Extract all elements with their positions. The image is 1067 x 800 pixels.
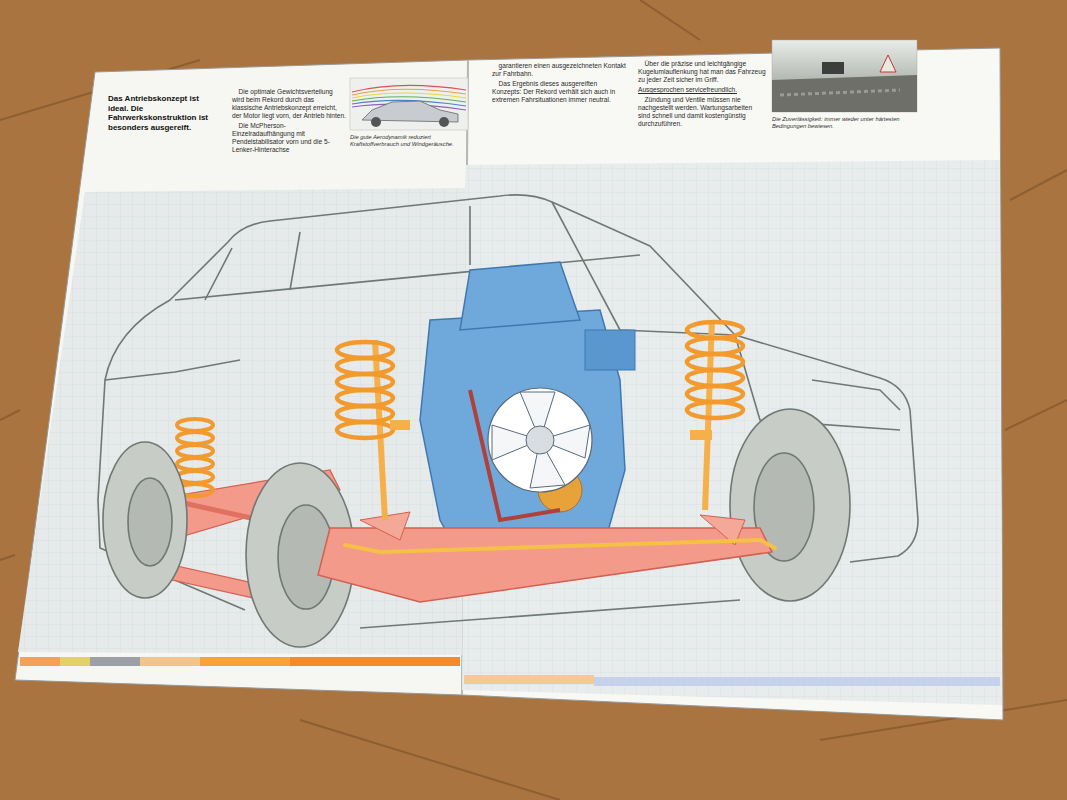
body-paragraph: Die optimale Gewichtsverteilung wird bei… <box>232 88 346 120</box>
image-caption: Die gute Aerodynamik reduziert Kraftstof… <box>350 134 468 148</box>
body-paragraph: Das Ergebnis dieses ausgereiften Konzept… <box>492 80 626 104</box>
text-column: Die gute Aerodynamik reduziert Kraftstof… <box>350 134 468 150</box>
text-column: Die optimale Gewichtsverteilung wird bei… <box>232 88 346 156</box>
heading: Das Antriebskonzept ist ideal. Die Fahrw… <box>108 94 220 132</box>
body-paragraph: garantieren einen ausgezeichneten Kontak… <box>492 62 626 78</box>
body-paragraph: Zündung und Ventile müssen nie nachgeste… <box>638 96 766 128</box>
text-column: Das Antriebskonzept ist ideal. Die Fahrw… <box>108 94 220 134</box>
body-paragraph: Über die präzise und leichtgängige Kugel… <box>638 60 766 84</box>
subheading: Ausgesprochen servicefreundlich. <box>638 86 766 94</box>
body-paragraph: Die McPherson-Einzelradaufhängung mit Pe… <box>232 122 346 154</box>
text-column: garantieren einen ausgezeichneten Kontak… <box>492 62 626 106</box>
text-column: Die Zuverlässigkeit: immer wieder unter … <box>772 116 918 132</box>
text-column: Über die präzise und leichtgängige Kugel… <box>638 60 766 130</box>
image-caption: Die Zuverlässigkeit: immer wieder unter … <box>772 116 918 130</box>
